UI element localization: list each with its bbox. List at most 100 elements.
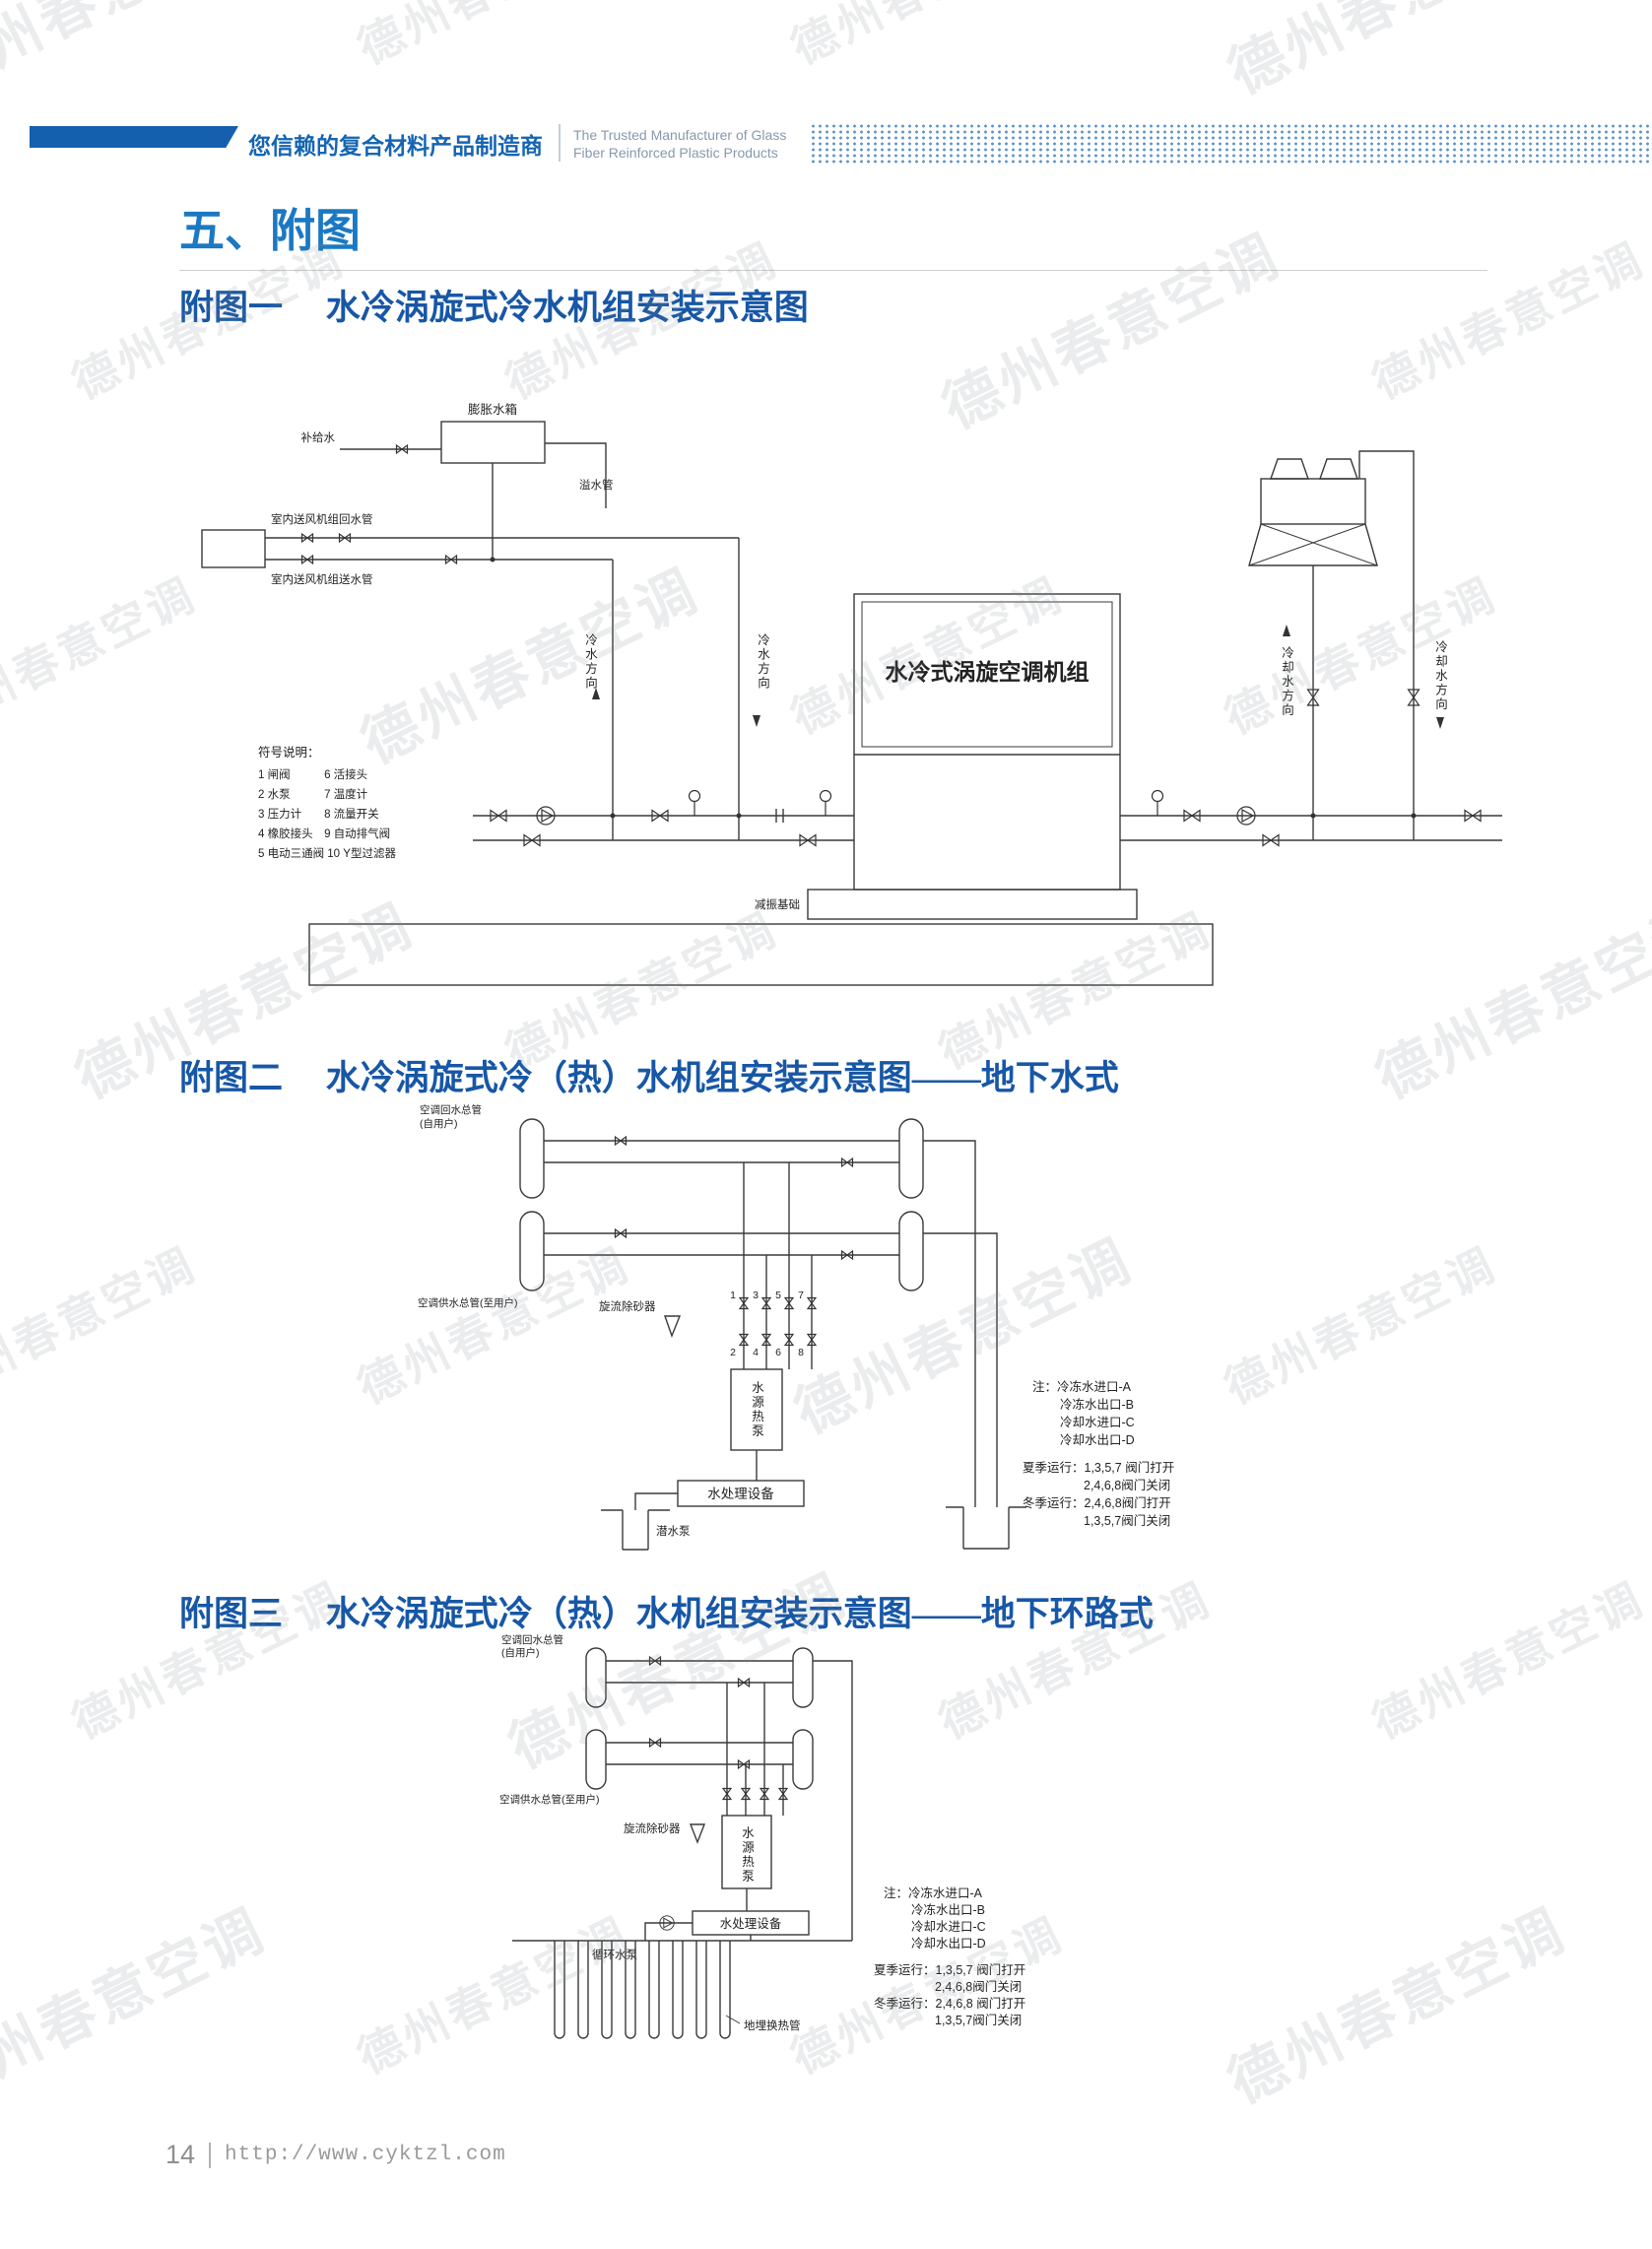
cooling-tower: [1248, 458, 1378, 566]
note-line: 冷却水出口-D: [911, 1937, 986, 1951]
vibration-base: [807, 889, 1138, 920]
pressure-gauge-icon: [1151, 789, 1164, 817]
watermark-text: 德州春意空调: [0, 567, 205, 744]
heat-pump-label: 水源热泵: [750, 1381, 763, 1438]
chilled-water-piping: [473, 789, 854, 847]
note-line: 夏季运行：1,3,5,7 阀门打开: [1023, 1460, 1174, 1475]
brick-wall: [308, 923, 1214, 986]
makeup-water-label: 补给水: [301, 431, 336, 444]
indoor-return-label: 室内送风机组回水管: [271, 512, 373, 526]
legend-item: 2 水泵 7 温度计: [258, 787, 368, 801]
legend-item: 3 压力计 8 流量开关: [258, 807, 379, 821]
watermark-text: 德州春意空调: [0, 0, 278, 109]
footer-url: http://www.cyktzl.com: [225, 2144, 506, 2166]
figure2-diagram: 空调回水总管 (自用户) 空调供水总管(至用户) 旋流除砂器 1 3 5 7 2…: [418, 1103, 1174, 1551]
submersible-pump-label: 潜水泵: [656, 1524, 691, 1538]
note-line: 2,4,6,8阀门关闭: [935, 1979, 1022, 1994]
note-line: 冷冻水出口-B: [911, 1902, 985, 1917]
footer-divider: [209, 2142, 212, 2168]
circulating-pump-label: 循环水泵: [592, 1949, 637, 1961]
horizontal-mains: [544, 1136, 899, 1260]
note-line: 冬季运行：2,4,6,8 阀门打开: [874, 1996, 1025, 2011]
horizontal-mains: [606, 1656, 793, 1769]
note-line: 冬季运行：2,4,6,8阀门打开: [1023, 1495, 1171, 1510]
note-line: 冷冻水出口-B: [1060, 1397, 1134, 1412]
watermark-text: 德州春意空调: [0, 1237, 205, 1414]
water-treatment-box: [644, 1888, 810, 1941]
page-footer: 14 http://www.cyktzl.com: [165, 2140, 506, 2170]
valve-numbers: 1 3 5 7 2 4 6 8: [730, 1290, 804, 1358]
note-line: 注：冷冻水进口-A: [1032, 1379, 1132, 1394]
watermark-text: 德州春意空调: [779, 0, 1074, 77]
header-dot-pattern: [810, 123, 1652, 165]
legend-title: 符号说明：: [258, 745, 320, 760]
figure3-diagram: 空调回水总管 (自用户) 空调供水总管(至用户) 旋流除砂器 水源热泵 水处理设…: [499, 1633, 1025, 2039]
note-line: 2,4,6,8阀门关闭: [1084, 1478, 1170, 1492]
cooling-direction-label: 冷却水方向: [1280, 646, 1293, 718]
figure1-title: 附图一 水冷涡旋式冷水机组安装示意图: [179, 289, 809, 327]
valve-number: 1: [730, 1290, 736, 1301]
branch-piping: [739, 1162, 817, 1369]
note-line: 冷却水进口-C: [911, 1920, 986, 1934]
watermark-text: 德州春意空调: [1217, 1237, 1505, 1414]
well-casings: [585, 1647, 814, 1790]
tagline-english-line1: The Trusted Manufacturer of Glass: [573, 127, 787, 143]
valve-number: 8: [798, 1347, 804, 1358]
well-casings: [519, 1118, 924, 1291]
symbol-legend: 符号说明： 1 闸阀 6 活接头 2 水泵 7 温度计 3 压力计 8 流量开关…: [258, 745, 396, 860]
valve-number: 3: [753, 1290, 759, 1301]
page-number: 14: [165, 2140, 196, 2169]
note-line: 注：冷冻水进口-A: [884, 1885, 983, 1900]
fan-coil-unit: [201, 529, 739, 568]
expansion-tank: [340, 421, 607, 560]
flow-arrow-up-icon: [592, 688, 600, 699]
sand-separator-symbol: [664, 1315, 682, 1338]
figure1-diagram: 膨胀水箱 补给水 溢水管 室内送风机组回水管 室内送风机组送水管 冷水方向 冷水…: [201, 402, 1502, 986]
watermark-text: 德州春意空调: [1646, 0, 1652, 77]
water-treatment-box: [634, 1450, 805, 1510]
ground-loop-field: [512, 1660, 853, 2039]
watermark-text: 德州春意空调: [1364, 1572, 1652, 1749]
watermark-text: 德州春意空调: [1218, 1897, 1576, 2116]
pressure-gauge-icon: [819, 789, 832, 817]
water-treatment-label: 水处理设备: [720, 1916, 782, 1931]
flow-arrow-up-icon: [1283, 625, 1290, 636]
branch-piping: [722, 1683, 788, 1816]
legend-item: 1 闸阀 6 活接头: [258, 767, 367, 781]
valve-number: 2: [730, 1347, 736, 1358]
chilled-direction-label: 冷水方向: [583, 633, 597, 691]
pressure-gauge-icon: [688, 789, 701, 817]
vibration-base-label: 减振基础: [755, 897, 800, 911]
chiller-unit-label: 水冷式涡旋空调机组: [886, 659, 1090, 685]
expansion-tank-label: 膨胀水箱: [468, 402, 517, 417]
supply-main-label: 空调供水总管(至用户): [499, 1793, 600, 1806]
page-title: 五、附图: [179, 205, 361, 256]
return-main-label: 空调回水总管: [420, 1103, 482, 1116]
watermark-text: 德州春意空调: [0, 1897, 276, 2116]
wells: [601, 1140, 1026, 1551]
water-treatment-label: 水处理设备: [707, 1486, 774, 1501]
legend-item: 5 电动三通阀 10 Y型过滤器: [258, 846, 396, 860]
indoor-supply-label: 室内送风机组送水管: [271, 572, 373, 586]
valve-number: 6: [775, 1347, 781, 1358]
valve-number: 4: [753, 1347, 759, 1358]
flow-arrow-down-icon: [1436, 717, 1444, 729]
chilled-direction-label: 冷水方向: [756, 633, 769, 691]
return-main-label2: (自用户): [501, 1646, 540, 1659]
notes: 注：冷冻水进口-A 冷冻水出口-B 冷却水进口-C 冷却水出口-D 夏季运行：1…: [874, 1885, 1025, 2027]
legend-item: 4 橡胶接头 9 自动排气阀: [258, 827, 390, 840]
return-main-label: 空调回水总管: [501, 1633, 563, 1646]
valve-number: 5: [775, 1290, 781, 1301]
tagline-chinese: 您信赖的复合材料产品制造商: [248, 133, 543, 159]
sand-separator-label: 旋流除砂器: [624, 1821, 681, 1835]
note-line: 夏季运行：1,3,5,7 阀门打开: [874, 1962, 1025, 1977]
note-line: 冷却水出口-D: [1060, 1433, 1135, 1447]
section-title-row: 五、附图: [179, 195, 1487, 271]
sand-separator-symbol: [689, 1823, 706, 1844]
watermark-text: 德州春意空调: [1646, 1229, 1652, 1418]
notes: 注：冷冻水进口-A 冷冻水出口-B 冷却水进口-C 冷却水出口-D 夏季运行：1…: [1023, 1379, 1174, 1528]
figure2-title: 附图二 水冷涡旋式冷（热）水机组安装示意图——地下水式: [179, 1059, 1119, 1097]
ground-loops-label: 地埋换热管: [744, 2018, 801, 2032]
cooling-direction-label: 冷却水方向: [1433, 640, 1447, 712]
flow-arrow-down-icon: [753, 715, 760, 727]
